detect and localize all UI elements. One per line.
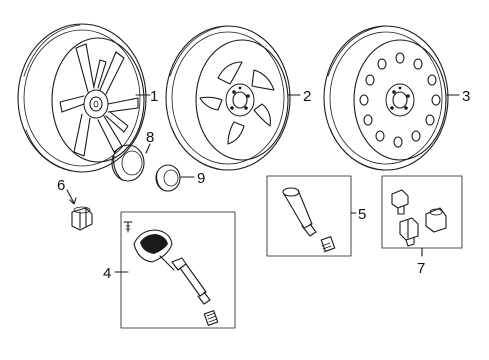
callout-7: 7 [417, 260, 425, 277]
alloy-wheel[interactable] [17, 23, 151, 173]
wheel-lock-box [381, 175, 463, 249]
callout-6: 6 [57, 177, 65, 194]
callout-2: 2 [303, 88, 311, 105]
callout-3: 3 [462, 88, 470, 105]
hub-cap[interactable] [155, 164, 195, 192]
tpms-sensor[interactable] [123, 221, 219, 326]
callout-9: 9 [197, 170, 205, 187]
wheel-lock-kit[interactable] [391, 189, 447, 247]
valve-stem[interactable] [282, 187, 336, 253]
steel-wheel[interactable] [165, 25, 301, 171]
spare-wheel[interactable] [323, 25, 460, 171]
callout-4: 4 [103, 265, 111, 282]
callout-8: 8 [146, 129, 154, 146]
tpms-sensor-box [120, 211, 236, 329]
center-cap[interactable] [111, 143, 151, 182]
valve-stem-box [266, 175, 352, 257]
lug-nut[interactable] [66, 189, 93, 231]
callout-5: 5 [358, 206, 366, 223]
callout-1: 1 [150, 88, 158, 105]
